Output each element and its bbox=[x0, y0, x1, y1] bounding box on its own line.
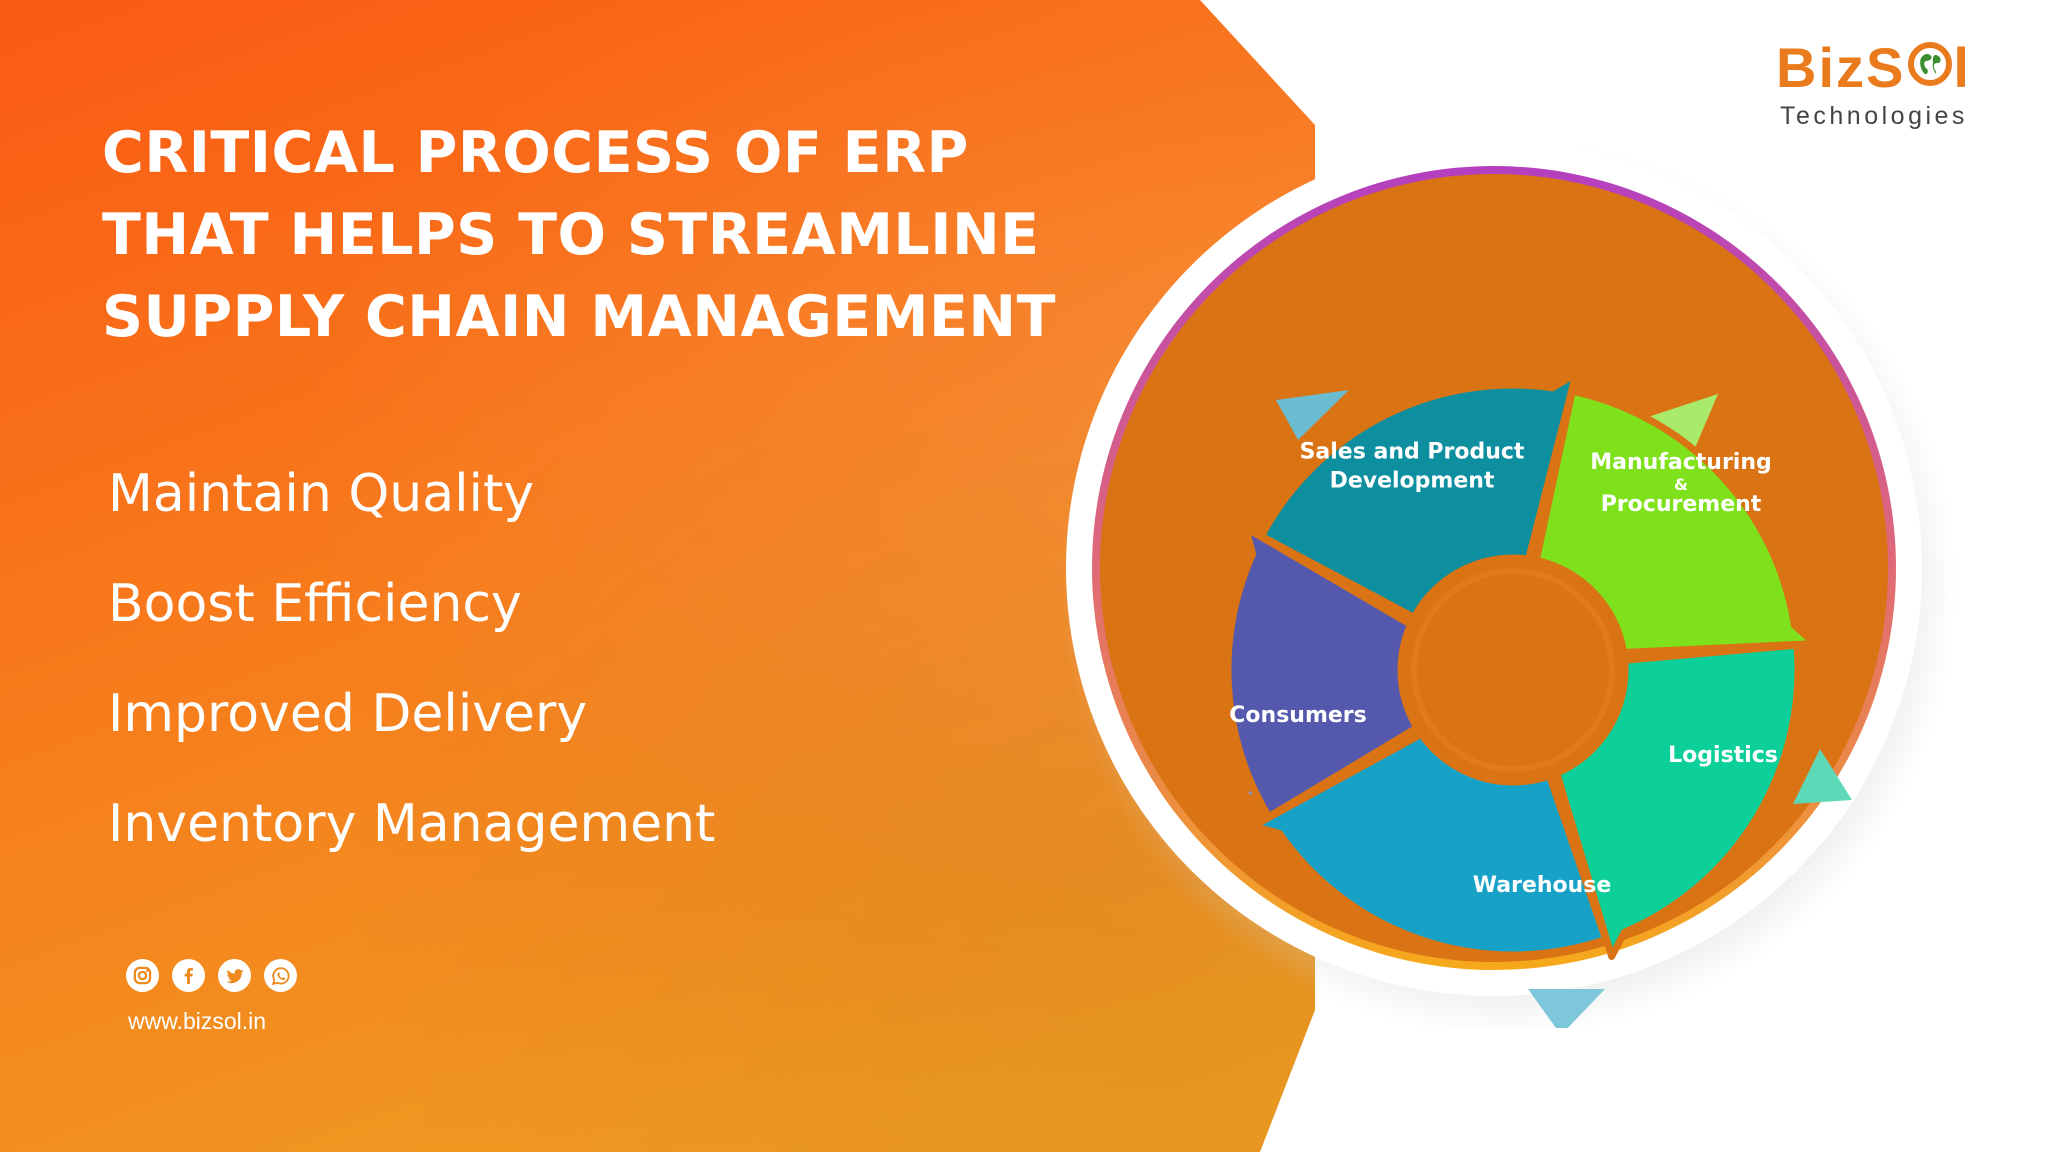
facebook-icon[interactable] bbox=[172, 959, 205, 992]
segment-label-warehouse: Warehouse bbox=[1473, 873, 1612, 898]
social-links bbox=[126, 959, 297, 992]
title-line-3: SUPPLY CHAIN MANAGEMENT bbox=[102, 284, 1056, 350]
arrow-right bbox=[1793, 749, 1852, 804]
benefit-improved-delivery: Improved Delivery bbox=[108, 684, 588, 744]
segment-label-manufacturing: Manufacturing&Procurement bbox=[1590, 450, 1772, 517]
segment-sales bbox=[1257, 370, 1580, 621]
website-link[interactable]: www.bizsol.in bbox=[128, 1008, 267, 1034]
segment-logistics bbox=[1553, 641, 1802, 960]
twitter-icon[interactable] bbox=[218, 959, 251, 992]
arrow-top-right bbox=[1642, 394, 1718, 448]
globe-icon bbox=[1907, 40, 1953, 96]
benefit-maintain-quality: Maintain Quality bbox=[108, 464, 535, 524]
segment-accent-logistics bbox=[1572, 672, 1646, 786]
benefits-list: Maintain Quality Boost Efficiency Improv… bbox=[108, 462, 715, 902]
segment-warehouse bbox=[1249, 730, 1610, 959]
benefit-boost-efficiency: Boost Efficiency bbox=[108, 574, 522, 634]
title-line-2: THAT HELPS TO STREAMLINE bbox=[102, 202, 1040, 268]
segment-accent-sales bbox=[1403, 537, 1518, 601]
segment-consumers bbox=[1224, 524, 1421, 821]
instagram-icon[interactable] bbox=[126, 959, 159, 992]
title-line-1: CRITICAL PROCESS OF ERP bbox=[102, 120, 969, 186]
arrow-top-left bbox=[1276, 390, 1349, 440]
segment-label-consumers: Consumers bbox=[1229, 703, 1366, 728]
segment-accent-manufacturing bbox=[1551, 543, 1641, 639]
logo-name-suffix: l bbox=[1953, 36, 1971, 99]
whatsapp-icon[interactable] bbox=[264, 959, 297, 992]
segment-accent-consumers bbox=[1380, 629, 1402, 726]
benefit-inventory-management: Inventory Management bbox=[108, 794, 716, 854]
segment-accent-warehouse bbox=[1413, 751, 1543, 803]
inner-ring bbox=[1411, 568, 1615, 772]
logo-name-prefix: BizS bbox=[1776, 36, 1906, 99]
segment-label-logistics: Logistics bbox=[1668, 743, 1778, 768]
logo-tagline: Technologies bbox=[1780, 102, 1968, 130]
bizsol-logo: BizS l Technologies bbox=[1776, 40, 1986, 131]
arrow-bottom bbox=[1528, 989, 1605, 1028]
page-title: CRITICAL PROCESS OF ERP THAT HELPS TO ST… bbox=[102, 112, 1056, 358]
logo-wordmark: BizS l bbox=[1776, 40, 1986, 96]
